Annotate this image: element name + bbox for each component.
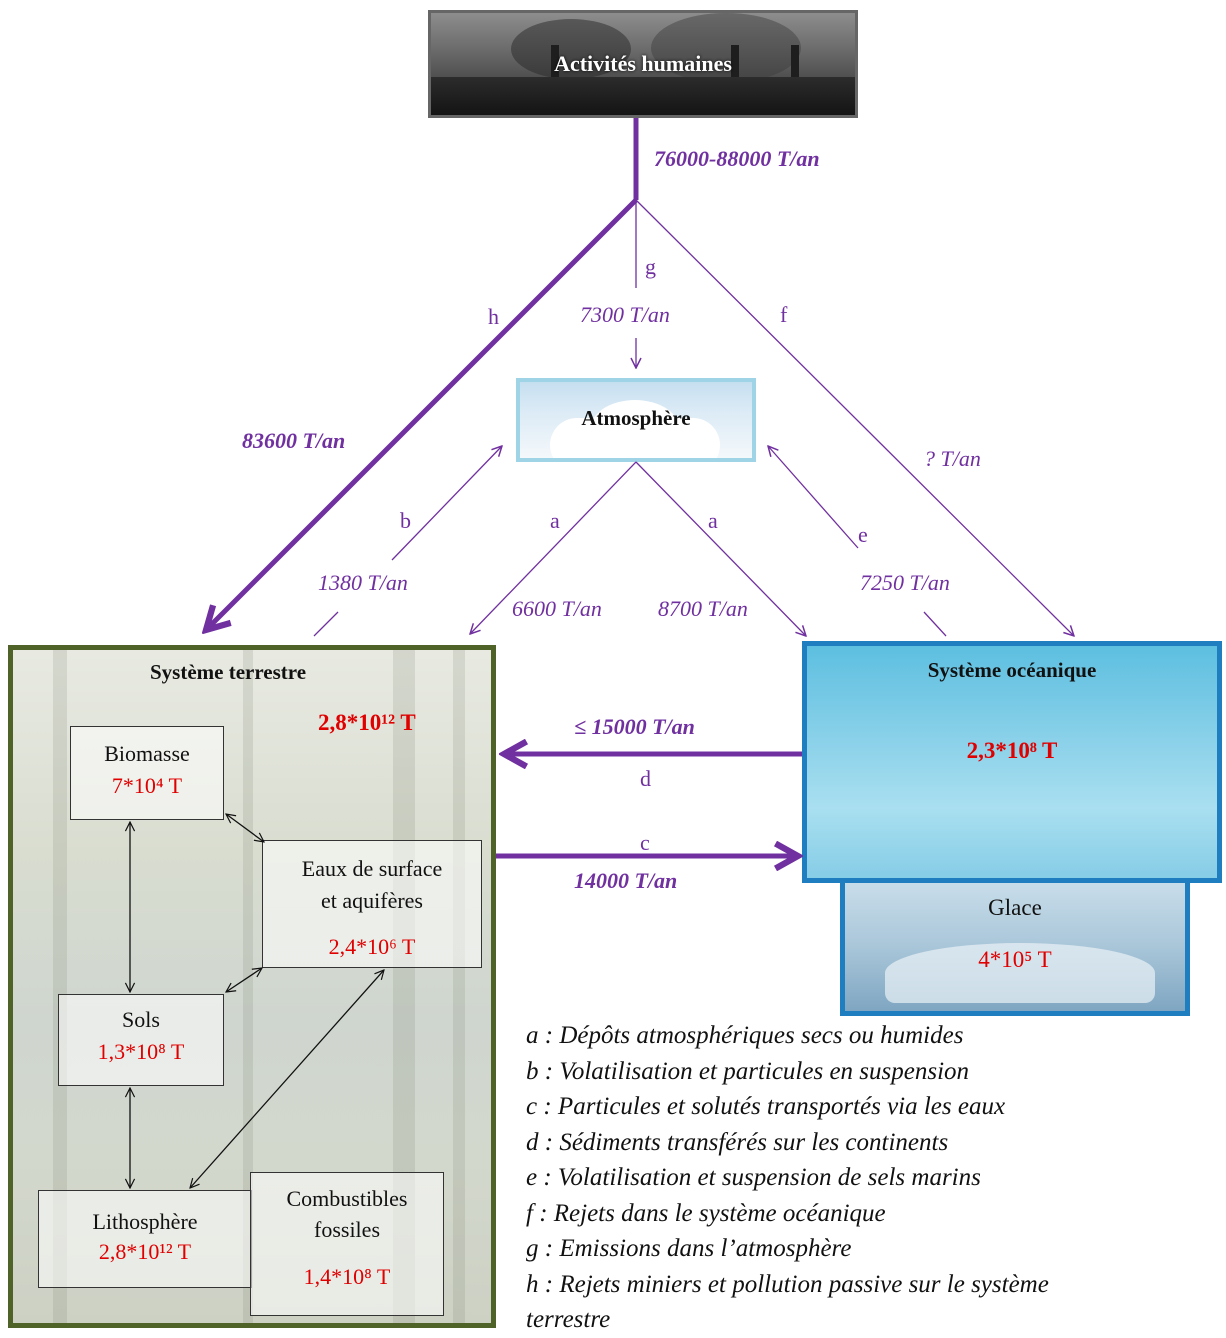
flow-e-value: 7250 T/an <box>860 570 950 595</box>
flow-f-value: ? T/an <box>924 446 981 471</box>
fossil-fuels-value: 1,4*10⁸ T <box>303 1264 391 1289</box>
soils-label: Sols <box>122 1007 160 1032</box>
human-activities-label: Activités humaines <box>554 51 732 76</box>
flow-h-letter: h <box>488 304 499 329</box>
legend-item-h: h : Rejets miniers et pollution passive … <box>526 1270 1049 1298</box>
legend-item-c: c : Particules et solutés transportés vi… <box>526 1093 1006 1120</box>
biomass-water-arrow <box>226 814 264 842</box>
terrestrial-system-title: Système terrestre <box>150 660 307 684</box>
total-emission-label: 76000-88000 T/an <box>654 146 820 171</box>
flow-f-letter: f <box>780 302 788 327</box>
flow-b-letter: b <box>400 508 411 533</box>
surface-water-label-1: Eaux de surface <box>301 856 443 881</box>
flow-a-left-value: 6600 T/an <box>512 596 602 621</box>
legend-item-e: e : Volatilisation et suspension de sels… <box>526 1164 981 1191</box>
legend: a : Dépôts atmosphériques secs ou humide… <box>526 1018 1222 1338</box>
legend-item-g: g : Emissions dans l’atmosphère <box>526 1235 852 1262</box>
flow-c-letter: c <box>640 830 650 855</box>
ocean-system-value: 2,3*10⁸ T <box>966 738 1058 763</box>
flow-h-arrow <box>206 198 638 630</box>
flow-h-value: 83600 T/an <box>242 428 346 453</box>
fossil-fuels-box: Combustibles fossiles 1,4*10⁸ T <box>250 1172 444 1316</box>
ice-box: Glace 4*10⁵ T <box>840 878 1190 1016</box>
surface-water-value: 2,4*10⁶ T <box>328 934 416 959</box>
flow-b-value: 1380 T/an <box>318 570 408 595</box>
flow-b-tail <box>313 611 339 637</box>
legend-item-a: a : Dépôts atmosphériques secs ou humide… <box>526 1022 964 1049</box>
legend-item-h-continued: terrestre <box>526 1306 611 1333</box>
soils-value: 1,3*10⁸ T <box>97 1039 185 1064</box>
biomass-value: 7*10⁴ T <box>111 773 183 798</box>
flow-e-arrow <box>768 446 859 549</box>
ice-value: 4*10⁵ T <box>978 947 1052 972</box>
flow-a-right-letter: a <box>708 508 718 533</box>
flow-a-right-value: 8700 T/an <box>658 596 748 621</box>
surface-water-label-2: et aquifères <box>321 888 423 913</box>
atmosphere-label: Atmosphère <box>581 406 691 430</box>
flow-e-tail <box>923 611 947 637</box>
flow-a-left-arrow <box>470 461 637 634</box>
flow-g-letter: g <box>645 254 656 279</box>
flow-a-left-letter: a <box>550 508 560 533</box>
fossil-fuels-label-1: Combustibles <box>286 1186 408 1211</box>
flow-e-letter: e <box>858 522 868 547</box>
flow-d-letter: d <box>640 766 651 791</box>
fossil-fuels-label-2: fossiles <box>314 1217 380 1242</box>
flow-d-value: ≤ 15000 T/an <box>574 714 695 739</box>
ocean-system-title: Système océanique <box>927 658 1097 682</box>
terrestrial-system-value: 2,8*10¹² T <box>318 710 416 735</box>
legend-item-b: b : Volatilisation et particules en susp… <box>526 1057 970 1085</box>
surface-water-box: Eaux de surface et aquifères 2,4*10⁶ T <box>262 840 482 968</box>
lithosphere-water-arrow <box>190 970 384 1188</box>
flow-f-arrow <box>635 199 1074 636</box>
human-activities-box: Activités humaines <box>428 10 858 118</box>
water-soils-arrow <box>226 968 262 992</box>
biomass-box: Biomasse 7*10⁴ T <box>70 726 224 820</box>
legend-item-f: f : Rejets dans le système océanique <box>526 1199 886 1227</box>
atmosphere-box: Atmosphère <box>516 378 756 462</box>
flow-c-value: 14000 T/an <box>574 868 678 893</box>
lithosphere-box: Lithosphère 2,8*10¹² T <box>38 1190 252 1288</box>
lithosphere-label: Lithosphère <box>92 1209 198 1234</box>
flow-b-arrow <box>391 446 502 561</box>
flow-g-value: 7300 T/an <box>580 302 670 327</box>
lithosphere-value: 2,8*10¹² T <box>98 1239 192 1264</box>
ice-label: Glace <box>988 895 1042 920</box>
biomass-label: Biomasse <box>104 741 190 766</box>
flow-a-right-arrow <box>635 461 806 636</box>
ocean-system-box: Système océanique 2,3*10⁸ T <box>802 641 1222 883</box>
legend-item-d: d : Sédiments transférés sur les contine… <box>526 1128 949 1156</box>
